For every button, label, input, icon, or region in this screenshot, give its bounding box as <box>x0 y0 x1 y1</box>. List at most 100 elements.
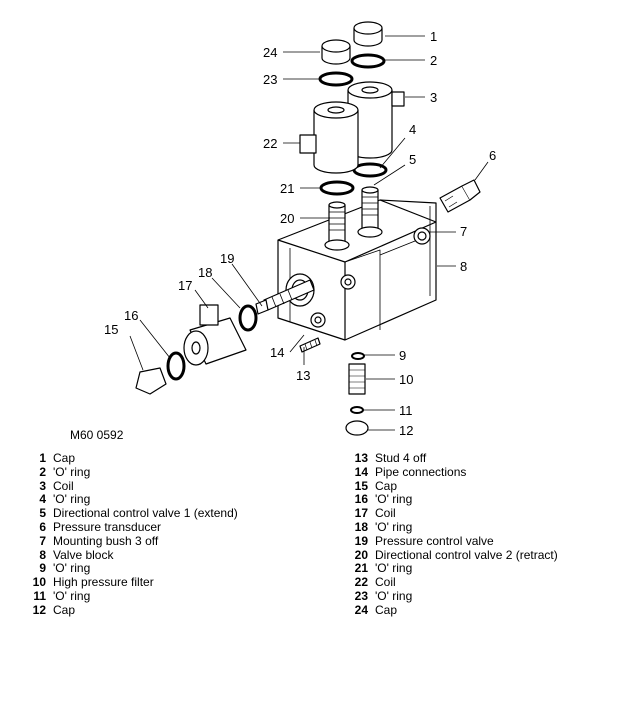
cap-24 <box>321 39 351 65</box>
figure-reference: M60 0592 <box>70 428 124 442</box>
legend-label: 'O' ring <box>53 464 91 479</box>
legend-number: 17 <box>354 506 368 521</box>
valve-block <box>277 199 437 341</box>
legend-item: 18'O' ring <box>344 519 634 535</box>
legend-number: 10 <box>32 575 46 590</box>
callout-24: 24 <box>263 45 277 60</box>
legend-number: 4 <box>39 492 46 507</box>
callout-4: 4 <box>409 122 416 137</box>
legend-number: 5 <box>39 506 46 521</box>
cap-12 <box>345 420 369 436</box>
legend-item: 16 'O' ring <box>344 493 634 507</box>
o-ring-16 <box>166 351 186 381</box>
legend-label: High pressure filter <box>53 575 154 590</box>
legend-number: 3 <box>39 478 46 493</box>
o-ring-4 <box>352 162 388 178</box>
legend-label: Coil <box>53 478 74 493</box>
callout-labels: 1 2 3 4 5 6 7 8 9 10 11 12 13 14 15 16 1… <box>104 29 496 438</box>
legend-number: 21 <box>354 561 368 576</box>
legend-item: 6 Pressure transducer <box>22 519 322 535</box>
legend-number: 6 <box>39 519 46 534</box>
legend-number: 13 <box>354 451 368 465</box>
callout-20: 20 <box>280 211 294 226</box>
legend-item: 23 'O' ring <box>344 588 634 604</box>
legend-left: 1 Cap 2 'O' ring 3 Coil 4 'O' ring 5 Directional … <box>22 451 322 618</box>
pressure-control-valve <box>255 279 315 315</box>
directional-control-valve-1 <box>357 186 383 238</box>
legend-label: 'O' ring <box>375 561 413 576</box>
callout-12: 12 <box>399 423 413 438</box>
callout-5: 5 <box>409 152 416 167</box>
legend-number: 8 <box>39 547 46 562</box>
legend-item: 9 'O' ring <box>22 562 322 576</box>
callout-16: 16 <box>124 308 138 323</box>
legend-number: 20 <box>354 547 368 562</box>
callout-21: 21 <box>280 181 294 196</box>
legend-label: Valve block <box>53 547 114 562</box>
callout-13: 13 <box>296 368 310 383</box>
legend-item: 4 'O' ring <box>22 493 322 507</box>
high-pressure-filter <box>348 363 366 395</box>
o-ring-21 <box>319 180 355 196</box>
callout-3: 3 <box>430 90 437 105</box>
legend-number: 24 <box>354 602 368 617</box>
legend-label: 'O' ring <box>375 492 413 507</box>
callout-23: 23 <box>263 72 277 87</box>
legend-label: Cap <box>53 451 76 465</box>
legend-number: 16 <box>354 492 368 507</box>
legend-number: 11 <box>33 588 46 603</box>
legend-item: 1 Cap <box>22 451 322 466</box>
legend-number: 23 <box>354 588 368 603</box>
legend-number: 2 <box>39 464 46 479</box>
legend-label: Directional control valve 1 (extend) <box>53 506 238 521</box>
legend-item: 21 'O' ring <box>344 562 634 576</box>
legend-label: 'O' ring <box>53 492 91 507</box>
legend-item: 2 'O' ring <box>22 464 322 480</box>
legend-number: 1 <box>39 451 46 465</box>
leader-lines <box>129 35 489 431</box>
legend-number: 9 <box>39 561 46 576</box>
legend-label: Pressure control valve <box>375 533 494 548</box>
o-ring-11 <box>350 406 364 414</box>
callout-7: 7 <box>460 224 467 239</box>
legend-item: 10 High pressure filter <box>22 575 322 590</box>
callout-15: 15 <box>104 322 118 337</box>
callout-14: 14 <box>270 345 284 360</box>
callout-10: 10 <box>399 372 413 387</box>
cap-15 <box>135 367 167 395</box>
legend-item: 11'O' ring <box>22 588 322 604</box>
callout-22: 22 <box>263 136 277 151</box>
callout-18: 18 <box>198 265 212 280</box>
callout-9: 9 <box>399 348 406 363</box>
legend-number: 15 <box>354 478 368 493</box>
cap-1 <box>353 21 383 47</box>
legend-label: 'O' ring <box>53 561 91 576</box>
legend-label: Coil <box>375 575 396 590</box>
callout-11: 11 <box>399 403 413 418</box>
legend-item: 8 Valve block <box>22 547 322 563</box>
legend-label: 'O' ring <box>375 519 413 534</box>
coil-22 <box>299 101 359 174</box>
coil-3 <box>347 81 405 159</box>
legend-label: Pressure transducer <box>53 519 162 534</box>
callout-6: 6 <box>489 148 496 163</box>
coil-17 <box>183 304 247 366</box>
callout-1: 1 <box>430 29 437 44</box>
directional-control-valve-2 <box>324 201 350 251</box>
legend-item: 5 Directional control valve 1 (extend) <box>22 506 322 521</box>
legend-number: 12 <box>32 602 46 617</box>
legend-label: Directional control valve 2 (retract) <box>375 547 558 562</box>
callout-17: 17 <box>178 278 192 293</box>
callout-19: 19 <box>220 251 234 266</box>
legend-item: 20 Directional control valve 2 (retract) <box>344 547 634 563</box>
o-ring-23 <box>318 71 354 87</box>
stud <box>299 337 321 353</box>
legend-label: 'O' ring <box>375 588 413 603</box>
